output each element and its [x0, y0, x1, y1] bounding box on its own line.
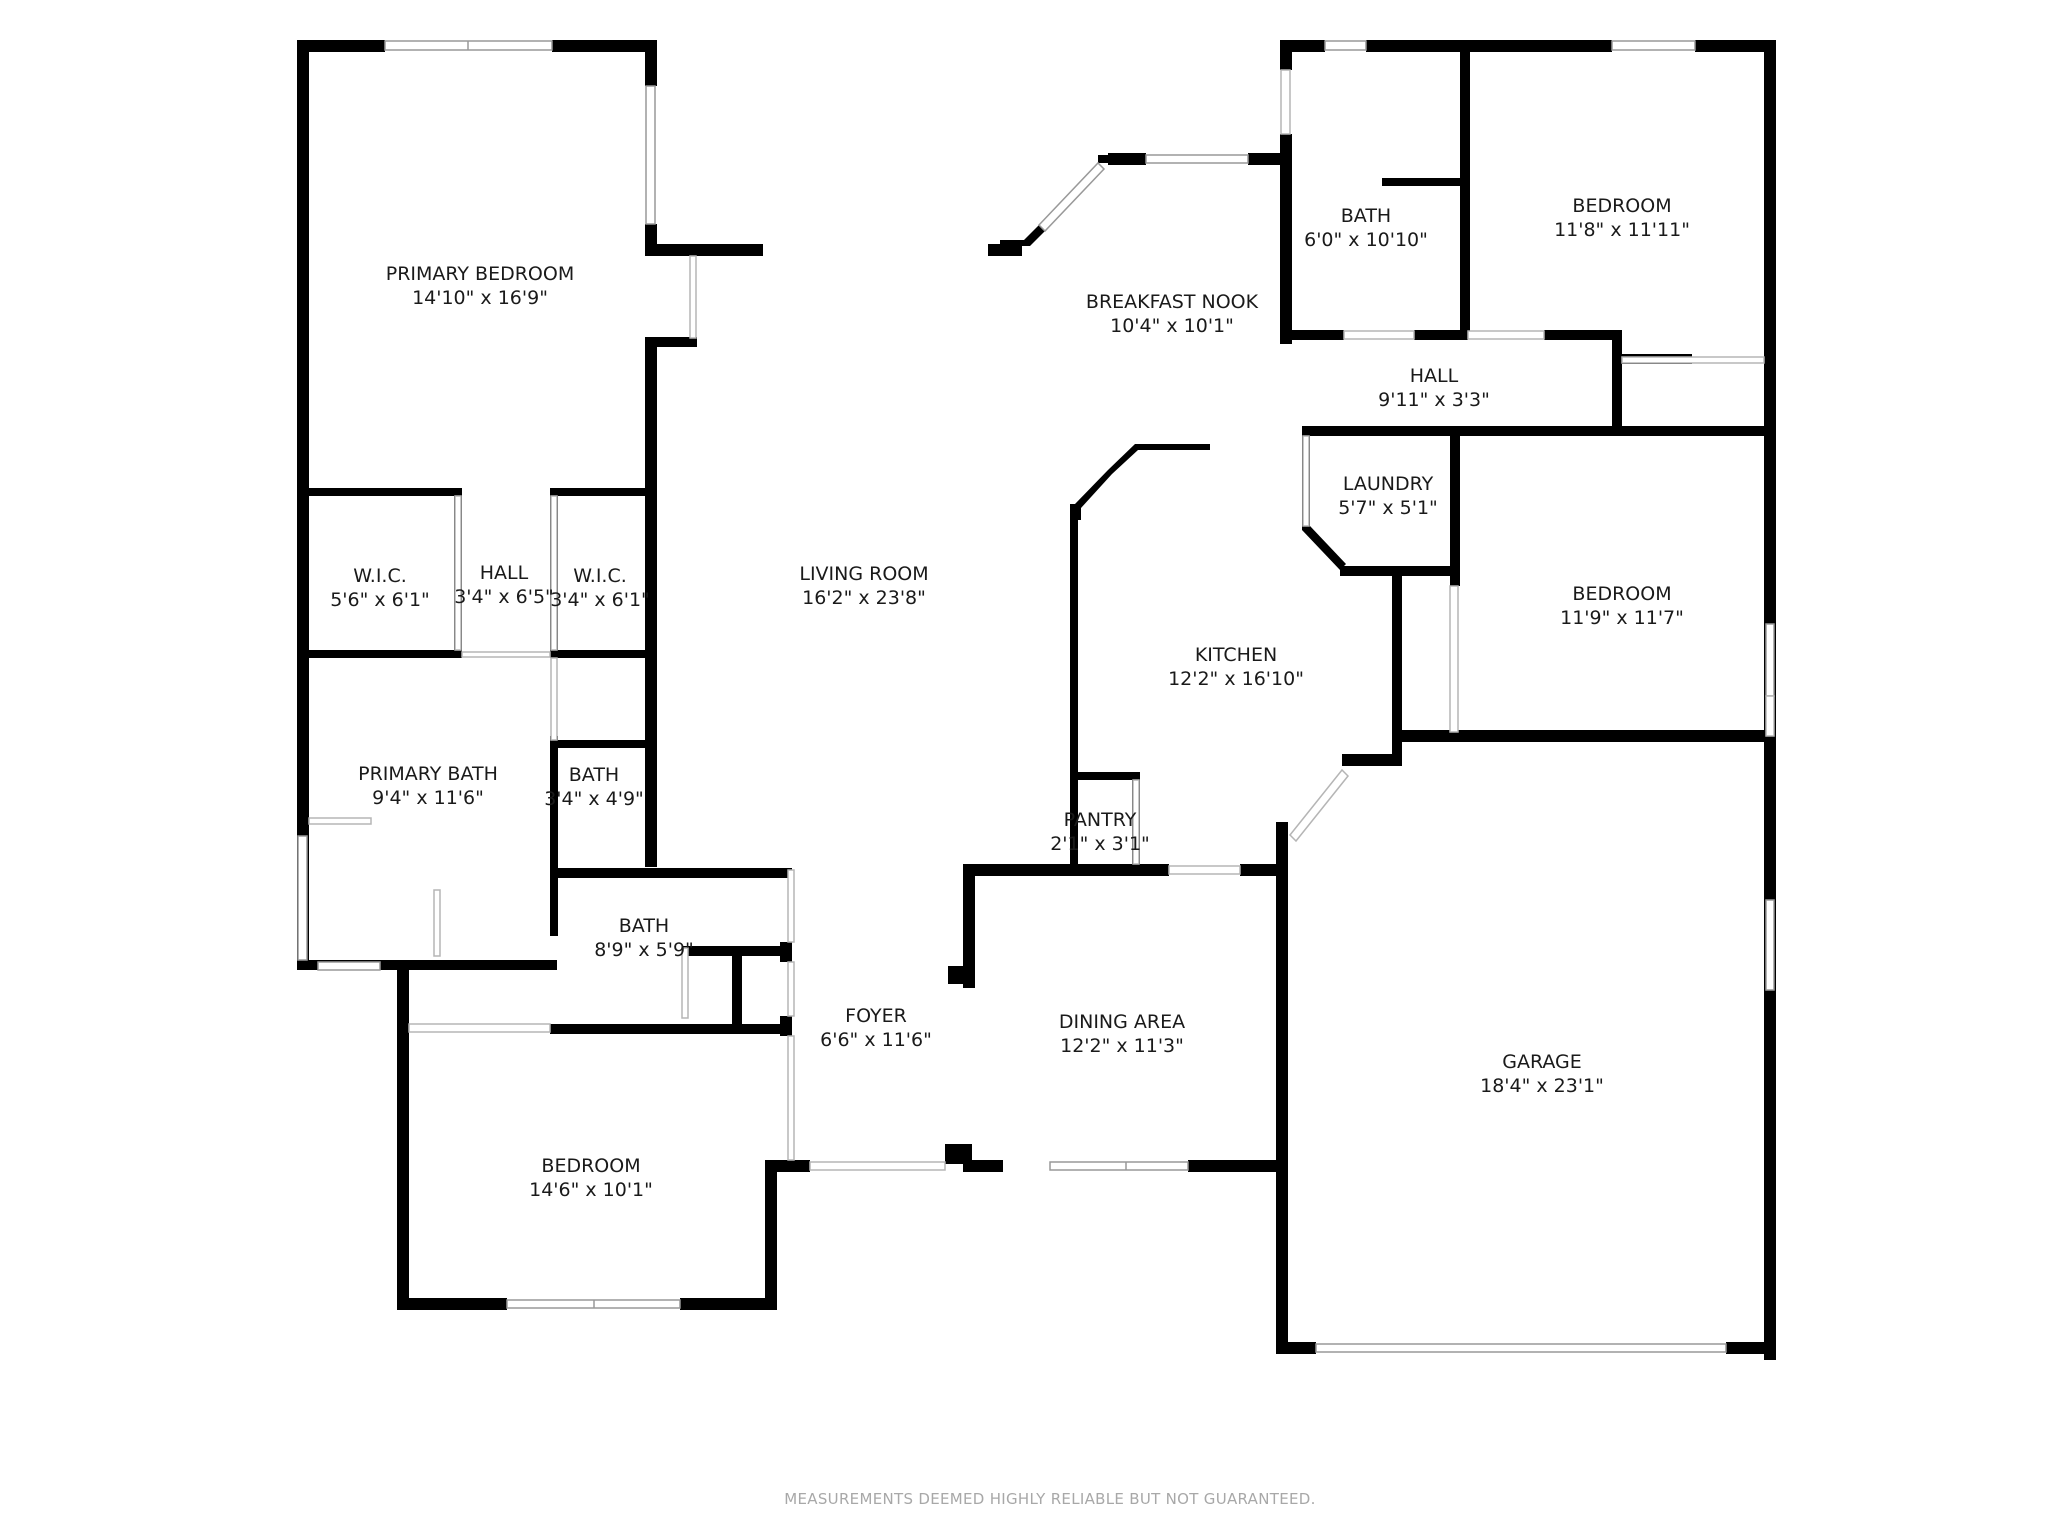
room-kitchen: KITCHEN 12'2" x 16'10"	[1168, 644, 1304, 690]
room-dims: 10'4" x 10'1"	[1110, 315, 1234, 337]
room-dims: 16'2" x 23'8"	[802, 587, 926, 609]
room-name: HALL	[480, 562, 529, 584]
room-dims: 14'10" x 16'9"	[412, 287, 548, 309]
room-name: W.I.C.	[573, 565, 627, 587]
room-name: BATH	[1341, 205, 1391, 227]
room-name: FOYER	[845, 1005, 907, 1027]
room-name: BATH	[569, 764, 619, 786]
room-name: LIVING ROOM	[799, 563, 928, 585]
room-dims: 12'2" x 11'3"	[1060, 1035, 1184, 1057]
room-bedroom-upper-right: BEDROOM 11'8" x 11'11"	[1554, 195, 1690, 241]
room-name: BREAKFAST NOOK	[1086, 291, 1259, 313]
room-name: BATH	[619, 915, 669, 937]
room-dims: 9'4" x 11'6"	[372, 787, 484, 809]
room-wic-right: W.I.C. 3'4" x 6'1"	[550, 565, 650, 611]
room-name: BEDROOM	[1572, 583, 1671, 605]
room-name: GARAGE	[1502, 1051, 1582, 1073]
walls-right-wing	[945, 40, 1776, 1360]
room-foyer: FOYER 6'6" x 11'6"	[820, 1005, 932, 1051]
room-bath-upper: BATH 6'0" x 10'10"	[1304, 205, 1428, 251]
room-name: LAUNDRY	[1343, 473, 1434, 495]
room-name: KITCHEN	[1195, 644, 1277, 666]
room-name: W.I.C.	[353, 565, 407, 587]
room-dims: 9'11" x 3'3"	[1378, 389, 1490, 411]
room-bath-hall: BATH 8'9" x 5'9"	[594, 915, 694, 961]
room-primary-bedroom: PRIMARY BEDROOM 14'10" x 16'9"	[386, 263, 574, 309]
room-wic-left: W.I.C. 5'6" x 6'1"	[330, 565, 430, 611]
room-dims: 5'6" x 6'1"	[330, 589, 430, 611]
door-openings	[308, 69, 1775, 1171]
room-living-room: LIVING ROOM 16'2" x 23'8"	[799, 563, 928, 609]
room-dining-area: DINING AREA 12'2" x 11'3"	[1059, 1011, 1185, 1057]
room-dims: 2'1" x 3'1"	[1050, 833, 1150, 855]
disclaimer-footer: MEASUREMENTS DEEMED HIGHLY RELIABLE BUT …	[784, 1490, 1315, 1508]
room-bedroom-middle-right: BEDROOM 11'9" x 11'7"	[1560, 583, 1684, 629]
room-name: DINING AREA	[1059, 1011, 1185, 1033]
room-dims: 11'9" x 11'7"	[1560, 607, 1684, 629]
room-dims: 12'2" x 16'10"	[1168, 668, 1304, 690]
room-name: BEDROOM	[1572, 195, 1671, 217]
room-name: PRIMARY BATH	[358, 763, 498, 785]
room-name: HALL	[1410, 365, 1459, 387]
room-name: PRIMARY BEDROOM	[386, 263, 574, 285]
room-bedroom-left: BEDROOM 14'6" x 10'1"	[529, 1155, 653, 1201]
room-breakfast-nook: BREAKFAST NOOK 10'4" x 10'1"	[1086, 291, 1259, 337]
room-dims: 14'6" x 10'1"	[529, 1179, 653, 1201]
room-hall-right: HALL 9'11" x 3'3"	[1378, 365, 1490, 411]
room-dims: 6'6" x 11'6"	[820, 1029, 932, 1051]
room-dims: 5'7" x 5'1"	[1338, 497, 1438, 519]
room-labels: PRIMARY BEDROOM 14'10" x 16'9" W.I.C. 5'…	[330, 195, 1690, 1201]
room-garage: GARAGE 18'4" x 23'1"	[1480, 1051, 1604, 1097]
room-primary-bath: PRIMARY BATH 9'4" x 11'6"	[358, 763, 498, 809]
room-dims: 3'4" x 4'9"	[544, 788, 644, 810]
room-dims: 8'9" x 5'9"	[594, 939, 694, 961]
room-bath-small: BATH 3'4" x 4'9"	[544, 764, 644, 810]
room-dims: 6'0" x 10'10"	[1304, 229, 1428, 251]
room-dims: 3'4" x 6'1"	[550, 589, 650, 611]
room-hall-left: HALL 3'4" x 6'5"	[454, 562, 554, 608]
room-pantry: PANTRY 2'1" x 3'1"	[1050, 809, 1150, 855]
room-laundry: LAUNDRY 5'7" x 5'1"	[1338, 473, 1438, 519]
room-dims: 18'4" x 23'1"	[1480, 1075, 1604, 1097]
room-dims: 3'4" x 6'5"	[454, 586, 554, 608]
room-name: BEDROOM	[541, 1155, 640, 1177]
room-dims: 11'8" x 11'11"	[1554, 219, 1690, 241]
room-name: PANTRY	[1064, 809, 1137, 831]
